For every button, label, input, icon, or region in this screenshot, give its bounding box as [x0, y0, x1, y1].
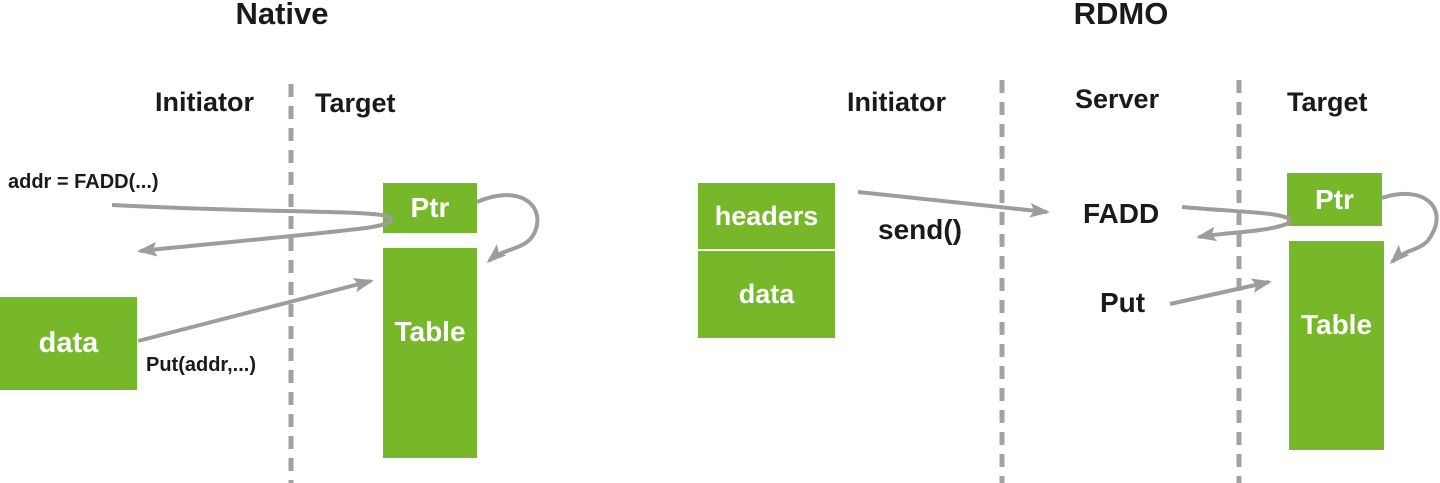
native-ptr-box-label: Ptr: [410, 192, 450, 223]
rdmo-ptr-box: Ptr: [1287, 173, 1382, 226]
rdmo-column-initiator: Initiator: [847, 87, 946, 117]
native-data-box-label: data: [38, 327, 99, 359]
rdmo-column-server: Server: [1075, 84, 1160, 114]
rdmo-data-section: data: [698, 251, 835, 338]
rdmo-send-label: send(): [878, 214, 962, 245]
rdmo-put-label: Put: [1100, 287, 1146, 318]
native-data-box: data: [0, 297, 137, 390]
rdmo-headers-section: headers: [698, 183, 835, 251]
rdmo-panel-title: RDMO: [1073, 0, 1169, 31]
rdmo-fadd-label: FADD: [1083, 198, 1160, 229]
native-put-arrow: [137, 278, 374, 343]
rdmo-send-arrow: [857, 190, 1050, 218]
rdmo-message-box: headers data: [698, 183, 835, 338]
rdmo-table-box: Table: [1289, 241, 1384, 450]
rdmo-ptr-box-label: Ptr: [1315, 183, 1354, 215]
native-ptr-to-table-arrow: [476, 193, 540, 263]
rdmo-fadd-roundtrip-arrow: [1181, 205, 1292, 242]
native-column-initiator: Initiator: [155, 87, 254, 117]
native-column-target: Target: [315, 88, 396, 118]
rdmo-data-label: data: [738, 279, 795, 309]
native-fadd-call-label: addr = FADD(...): [8, 171, 159, 193]
native-fadd-roundtrip-arrow: [111, 203, 393, 257]
rdmo-headers-label: headers: [714, 200, 819, 231]
rdmo-table-box-label: Table: [1300, 308, 1373, 340]
rdmo-column-target: Target: [1287, 87, 1368, 117]
native-put-call-label: Put(addr,...): [146, 354, 256, 376]
rdmo-put-arrow: [1169, 278, 1272, 306]
native-table-box-label: Table: [394, 316, 466, 347]
native-ptr-box: Ptr: [383, 183, 477, 233]
rdmo-ptr-to-table-arrow: [1381, 191, 1439, 265]
native-panel-title: Native: [235, 0, 329, 31]
native-table-box: Table: [383, 248, 477, 458]
